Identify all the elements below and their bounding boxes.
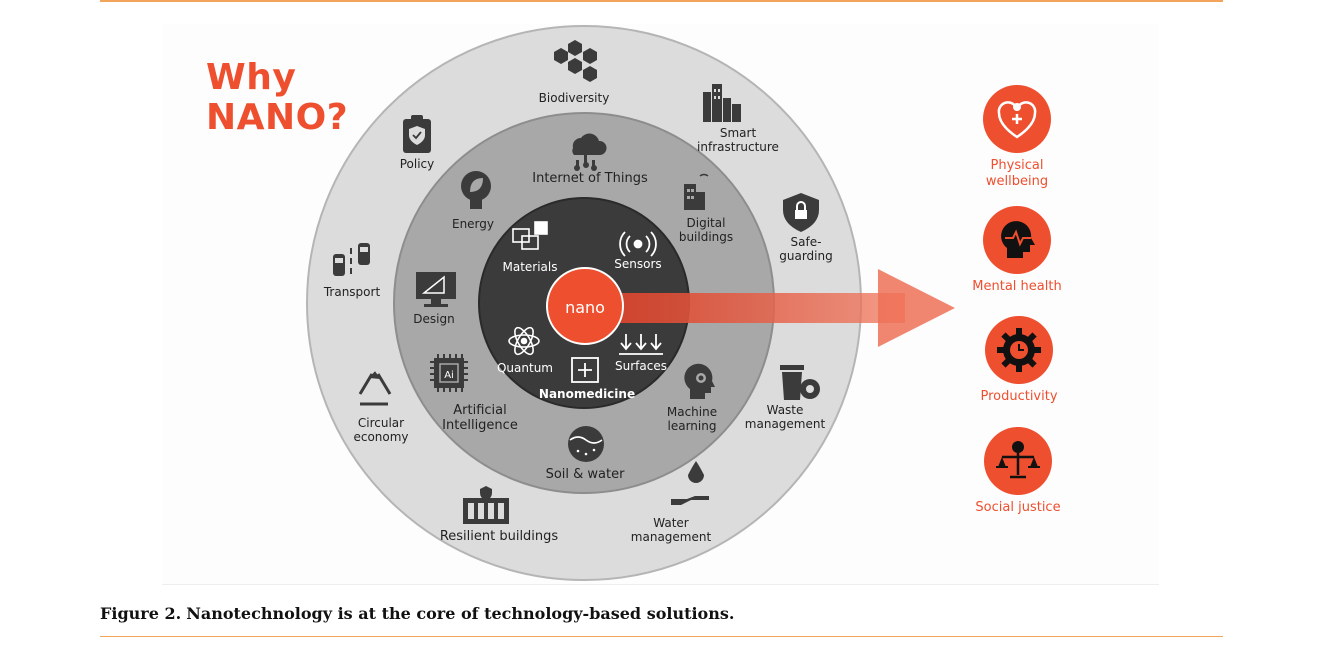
cars-icon bbox=[333, 243, 370, 276]
sensors-icon bbox=[619, 231, 657, 257]
why-nano-title: Why NANO? bbox=[206, 58, 348, 138]
city-icon bbox=[703, 84, 741, 122]
scales-icon bbox=[984, 427, 1052, 495]
caption-text: Nanotechnology is at the core of technol… bbox=[186, 604, 735, 623]
title-line-1: Why bbox=[206, 57, 297, 98]
outcome-productivity: Productivity bbox=[949, 316, 1089, 405]
biodiversity-icon bbox=[554, 40, 597, 82]
materials-icon bbox=[512, 221, 548, 250]
core-label-nanomedicine: Nanomedicine bbox=[539, 387, 635, 401]
core-item-nanomedicine: Nanomedicine bbox=[539, 357, 635, 401]
atom-icon bbox=[508, 326, 540, 356]
middle-item-iot: Internet of Things bbox=[532, 133, 648, 186]
recycle-icon bbox=[358, 371, 392, 406]
gear-clock-icon bbox=[985, 316, 1053, 384]
core-item-surfaces: Surfaces bbox=[615, 334, 667, 373]
outer-label-biodiversity: Biodiversity bbox=[539, 91, 610, 105]
outer-label-policy: Policy bbox=[400, 157, 435, 171]
outer-item-policy: Policy bbox=[400, 115, 435, 171]
figure-caption: Figure 2. Nanotechnology is at the core … bbox=[100, 604, 734, 623]
heart-person-icon bbox=[983, 85, 1051, 153]
outcome-label-physical-wellbeing: Physical wellbeing bbox=[985, 158, 1049, 189]
head-pulse-icon bbox=[983, 206, 1051, 274]
top-rule bbox=[100, 0, 1223, 2]
outcome-label-mental-health: Mental health bbox=[972, 279, 1062, 294]
ai-chip-icon: Ai bbox=[430, 354, 468, 392]
core-label-sensors: Sensors bbox=[614, 257, 661, 271]
outcome-label-productivity: Productivity bbox=[980, 389, 1058, 404]
outer-item-resilient-buildings: Resilient buildings bbox=[440, 486, 559, 544]
middle-label-soil-water: Soil & water bbox=[546, 467, 626, 482]
svg-text:Ai: Ai bbox=[444, 370, 454, 381]
middle-label-design: Design bbox=[413, 312, 454, 326]
core-label-surfaces: Surfaces bbox=[615, 359, 667, 373]
outcome-social-justice: Social justice bbox=[948, 427, 1088, 516]
middle-label-iot: Internet of Things bbox=[532, 171, 648, 186]
nano-center bbox=[546, 267, 624, 345]
middle-label-energy: Energy bbox=[452, 217, 494, 231]
middle-item-design: Design bbox=[413, 272, 456, 326]
outer-label-resilient-buildings: Resilient buildings bbox=[440, 529, 559, 544]
clipboard-check-icon bbox=[403, 115, 431, 153]
outcome-arrow bbox=[600, 269, 955, 347]
outer-item-biodiversity: Biodiversity bbox=[539, 40, 610, 105]
head-gear-icon bbox=[684, 363, 715, 399]
building-shield-icon bbox=[463, 486, 509, 524]
design-monitor-icon bbox=[416, 272, 456, 307]
shield-lock-icon bbox=[783, 193, 819, 232]
caption-label: Figure 2. bbox=[100, 604, 182, 623]
bottom-rule bbox=[100, 636, 1223, 637]
outer-label-safeguarding: Safe-guarding bbox=[779, 235, 832, 263]
middle-item-soil-water: Soil & water bbox=[546, 426, 626, 482]
cloud-network-icon bbox=[572, 133, 607, 171]
bin-gear-icon bbox=[780, 365, 820, 400]
plus-box-icon bbox=[571, 357, 599, 383]
smart-building-icon bbox=[684, 173, 709, 210]
hand-drop-icon bbox=[671, 461, 709, 505]
outer-label-transport: Transport bbox=[323, 285, 381, 299]
outcome-physical-wellbeing: Physical wellbeing bbox=[947, 85, 1087, 190]
outcome-mental-health: Mental health bbox=[947, 206, 1087, 295]
soil-icon bbox=[568, 426, 604, 462]
core-item-quantum: Quantum bbox=[497, 326, 553, 375]
nano-center-label: nano bbox=[565, 298, 605, 317]
core-label-materials: Materials bbox=[502, 260, 557, 274]
core-item-sensors: Sensors bbox=[614, 231, 662, 271]
core-label-quantum: Quantum bbox=[497, 361, 553, 375]
outcome-label-social-justice: Social justice bbox=[975, 500, 1061, 515]
outer-item-transport: Transport bbox=[323, 243, 381, 299]
lightbulb-leaf-icon bbox=[461, 171, 491, 209]
core-item-materials: Materials bbox=[502, 221, 558, 274]
arrows-down-icon bbox=[619, 334, 663, 355]
title-line-2: NANO? bbox=[206, 97, 349, 138]
outer-item-safeguarding: Safe-guarding bbox=[779, 193, 833, 263]
middle-item-energy: Energy bbox=[452, 171, 494, 231]
